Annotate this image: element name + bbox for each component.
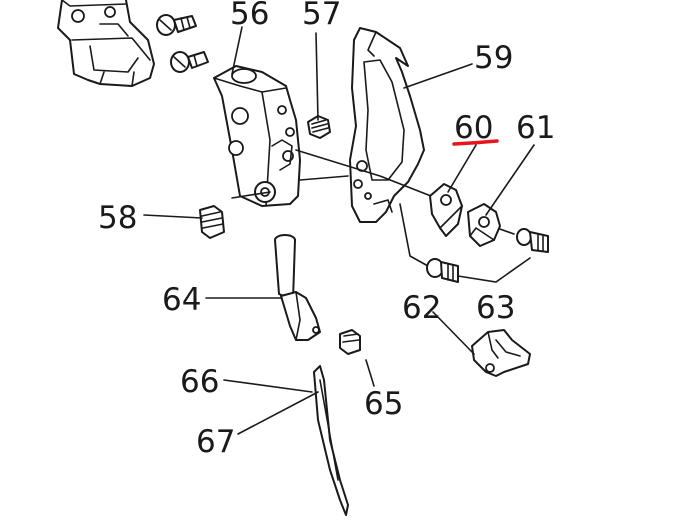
callout-labels: 56 57 58 59 60 61 62 63 64 65 66 67 — [98, 0, 555, 460]
callout-58: 58 — [98, 200, 137, 236]
screw-63-upper — [516, 228, 549, 253]
leader-lines — [143, 26, 535, 435]
assembly-line — [299, 175, 349, 181]
callout-67: 67 — [196, 424, 235, 460]
assembly-line — [399, 203, 429, 267]
set-screw-65 — [339, 329, 361, 355]
screw-63-lower — [426, 258, 459, 283]
needle-bar-64 — [274, 234, 321, 341]
callout-61: 61 — [516, 110, 555, 146]
assembly-line — [295, 149, 437, 199]
assembly-line — [231, 191, 271, 199]
callout-56: 56 — [230, 0, 269, 32]
bracket-screw-upper — [156, 14, 197, 36]
callout-57: 57 — [302, 0, 341, 32]
set-screw-57 — [307, 115, 331, 139]
needle-67 — [313, 365, 349, 516]
angle-bracket-61 — [467, 203, 501, 247]
mounting-bracket-62 — [471, 329, 531, 377]
callout-64: 64 — [162, 282, 201, 318]
callout-66: 66 — [180, 364, 219, 400]
upper-bracket — [57, 0, 155, 87]
small-bracket-60 — [429, 183, 463, 237]
callout-63: 63 — [476, 290, 515, 326]
set-screw-58 — [199, 205, 225, 239]
callout-60: 60 — [454, 110, 493, 146]
needle-bar-block — [213, 65, 301, 207]
bracket-screw-lower — [170, 51, 209, 73]
callout-62: 62 — [402, 290, 441, 326]
highlight-underline — [452, 139, 499, 146]
callout-59: 59 — [474, 40, 513, 76]
thread-guide-plate — [349, 27, 425, 223]
callout-65: 65 — [364, 386, 403, 422]
